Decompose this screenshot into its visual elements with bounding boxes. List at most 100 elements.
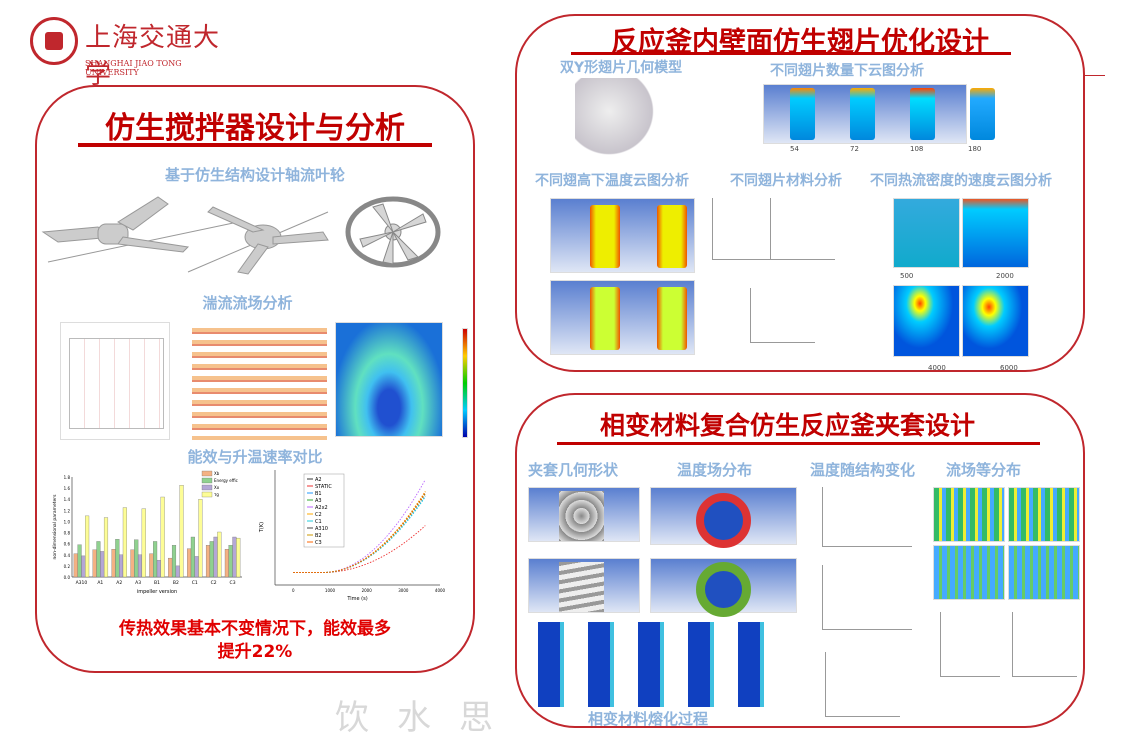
seal-icon: [30, 17, 78, 65]
y-tick-label: 0.8: [64, 531, 71, 536]
fin-count-72: 72: [850, 145, 859, 153]
flow-chart-1: [940, 612, 1000, 677]
flux-500: 500: [900, 272, 914, 280]
y-axis-label: non-dimensional parameters: [52, 494, 58, 560]
impeller-images: [41, 196, 441, 275]
bar: [92, 549, 97, 578]
colorbar: [462, 328, 468, 438]
series-line: [293, 491, 426, 573]
legend-swatch: [201, 484, 213, 491]
flux-contour-500: [893, 198, 960, 268]
flux-contour-6000: [962, 285, 1029, 357]
vector-plot: [60, 322, 170, 440]
material-chart-1: [712, 198, 777, 260]
x-tick-label: 3000: [398, 588, 409, 593]
bar: [96, 541, 101, 578]
flow-field-2: [1008, 487, 1080, 542]
x-tick-label: 1000: [325, 588, 336, 593]
fin-count-180: 180: [968, 145, 982, 153]
bar: [119, 554, 124, 578]
fin-count-108: 108: [910, 145, 924, 153]
bar: [130, 549, 135, 578]
sub-jacket-shape: 夹套几何形状: [528, 461, 619, 479]
legend-label: Energy effic: [214, 478, 238, 483]
university-logo: 上海交通大学 SHANGHAI JIAO TONG UNIVERSITY: [30, 15, 220, 90]
bar: [175, 565, 180, 578]
y-tick-label: 1.0: [64, 519, 71, 524]
bar: [115, 539, 120, 578]
impeller-2: [187, 206, 329, 275]
legend-swatch: [201, 470, 213, 477]
left-sub-impeller: 基于仿生结构设计轴流叶轮: [164, 166, 345, 184]
bar: [190, 536, 195, 578]
legend-swatch: [201, 477, 213, 484]
series-line: [293, 496, 426, 573]
melt-fraction-chart: [825, 652, 900, 717]
conclusion-line1: 传热效果基本不变情况下，能效最多: [119, 619, 391, 639]
bar: [122, 507, 127, 578]
legend-swatch: [201, 491, 213, 498]
sub-temp-field: 温度场分布: [677, 461, 753, 479]
bar: [156, 560, 161, 578]
bar: [209, 541, 214, 578]
x-tick-label: A2: [116, 580, 122, 586]
sub-fin-count: 不同翅片数量下云图分析: [770, 63, 924, 79]
impeller-3: [345, 196, 441, 268]
legend-label: C1: [315, 519, 322, 525]
melt-process-images: [538, 622, 778, 707]
series-line: [293, 491, 426, 573]
jacket-shape-2: [528, 558, 640, 613]
flow-field-3: [933, 545, 1005, 600]
left-sub-turbulence: 湍流流场分析: [202, 294, 293, 312]
series-line: [293, 490, 426, 573]
logo-en: SHANGHAI JIAO TONG UNIVERSITY: [85, 59, 182, 77]
flux-6000: 6000: [1000, 364, 1018, 372]
bar: [168, 557, 173, 578]
y-tick-label: 1.4: [64, 497, 71, 502]
y-tick-label: 0.4: [64, 553, 71, 558]
legend-label: B1: [315, 491, 322, 497]
velocity-contour: [335, 322, 443, 437]
y-tick-label: 1.2: [64, 508, 71, 513]
x-tick-label: B2: [173, 580, 179, 586]
x-axis-label: Time (s): [346, 596, 367, 602]
flux-4000: 4000: [928, 364, 946, 372]
series-line: [293, 479, 426, 573]
left-title: 仿生搅拌器设计与分析: [105, 111, 405, 146]
y-tick-label: 1.6: [64, 486, 71, 491]
x-tick-label: A1: [97, 580, 103, 586]
sub-melt-process: 相变材料熔化过程: [588, 710, 709, 728]
flow-chart-2: [1012, 612, 1077, 677]
legend-label: A3: [315, 498, 322, 504]
bar: [171, 545, 177, 578]
bar: [81, 555, 86, 578]
fin-count-54: 54: [790, 145, 799, 153]
sub-flow-field: 流场等分布: [946, 461, 1022, 479]
x-tick-label: C1: [192, 580, 198, 586]
x-tick-label: 2000: [362, 588, 373, 593]
watermark: 饮水思: [335, 698, 521, 738]
right-top-underline: [571, 52, 1011, 55]
series-line: [293, 525, 426, 573]
flow-field-1: [933, 487, 1005, 542]
left-sub-efficiency: 能效与升温速率对比: [187, 448, 323, 466]
x-axis-label: impeller version: [137, 589, 177, 595]
temp-field-2: [650, 558, 797, 617]
x-tick-label: 4000: [435, 588, 446, 593]
x-tick-label: A310: [76, 580, 88, 586]
bar: [153, 541, 158, 578]
bar: [141, 508, 146, 578]
x-tick-label: B1: [154, 580, 160, 586]
sub-fin-material: 不同翅片材料分析: [730, 173, 842, 189]
right-bottom-underline: [557, 442, 1040, 445]
bar: [236, 537, 241, 578]
sub-fin-geometry: 双Y形翅片几何模型: [560, 60, 683, 76]
bar: [73, 553, 78, 578]
x-tick-label: A3: [135, 580, 141, 586]
legend-box: [303, 473, 345, 548]
legend-label: C2: [315, 512, 322, 518]
bar: [77, 544, 82, 578]
bar: [198, 499, 203, 578]
legend-label: C3: [315, 540, 322, 546]
